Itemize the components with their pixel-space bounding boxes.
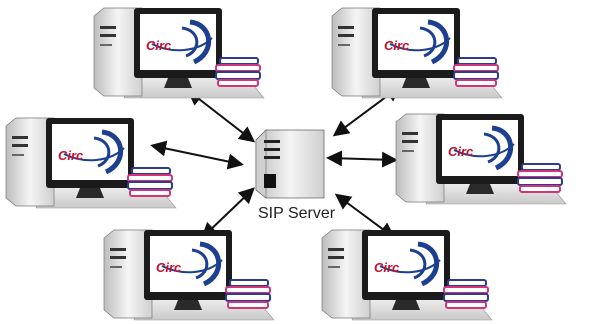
- client-workstation: Circ: [94, 8, 264, 98]
- circ-logo-text: Circ: [448, 144, 474, 159]
- client-workstation: Circ: [332, 8, 502, 98]
- connection-arrow: [326, 150, 398, 168]
- circ-logo-text: Circ: [146, 38, 172, 53]
- connection-arrow: [201, 187, 255, 239]
- connection-arrow: [186, 89, 256, 143]
- client-workstation: Circ: [396, 114, 566, 204]
- sip-server-icon: [255, 129, 325, 199]
- sip-server-label: SIP Server: [258, 205, 336, 222]
- connection-arrow: [150, 140, 244, 170]
- circ-logo-text: Circ: [58, 148, 84, 163]
- circ-logo-text: Circ: [384, 38, 410, 53]
- circ-logo-text: Circ: [156, 260, 182, 275]
- client-workstation: Circ: [6, 118, 176, 208]
- connection-arrow: [334, 193, 396, 239]
- client-workstation: Circ: [104, 230, 274, 320]
- circ-logo-text: Circ: [374, 260, 400, 275]
- client-workstation: Circ: [322, 230, 492, 320]
